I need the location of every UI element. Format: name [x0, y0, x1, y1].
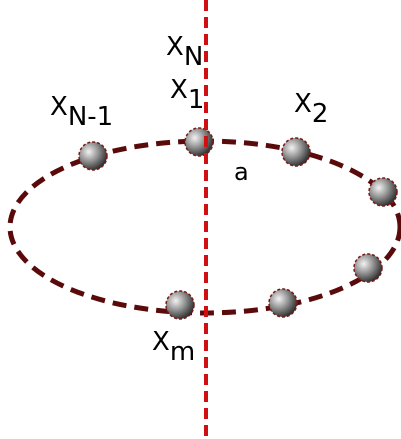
label-x1: X1	[170, 75, 204, 115]
bead-x3	[368, 177, 398, 207]
label-xN: XN	[166, 32, 203, 72]
bead-group	[78, 127, 398, 320]
label-x1-base: X	[170, 75, 188, 105]
bead-x4	[353, 253, 383, 283]
label-xm: Xm	[152, 327, 195, 367]
label-xm-base: X	[152, 327, 170, 357]
label-xN-1-sub: N-1	[68, 102, 113, 132]
label-xN-base: X	[166, 32, 184, 62]
label-xm-sub: m	[170, 337, 195, 367]
label-a: a	[234, 158, 249, 186]
label-x2-base: X	[294, 89, 312, 119]
bead-xN-1	[78, 141, 108, 171]
bead-x2	[281, 137, 311, 167]
bead-x1	[184, 127, 214, 157]
label-xN-1-base: X	[50, 92, 68, 122]
bead-x5	[268, 288, 298, 318]
label-x2-sub: 2	[312, 99, 329, 129]
label-x1-sub: 1	[188, 85, 205, 115]
label-x2: X2	[294, 89, 328, 129]
label-xN-1: XN-1	[50, 92, 113, 132]
label-xN-sub: N	[184, 42, 203, 72]
bead-xm	[165, 290, 195, 320]
